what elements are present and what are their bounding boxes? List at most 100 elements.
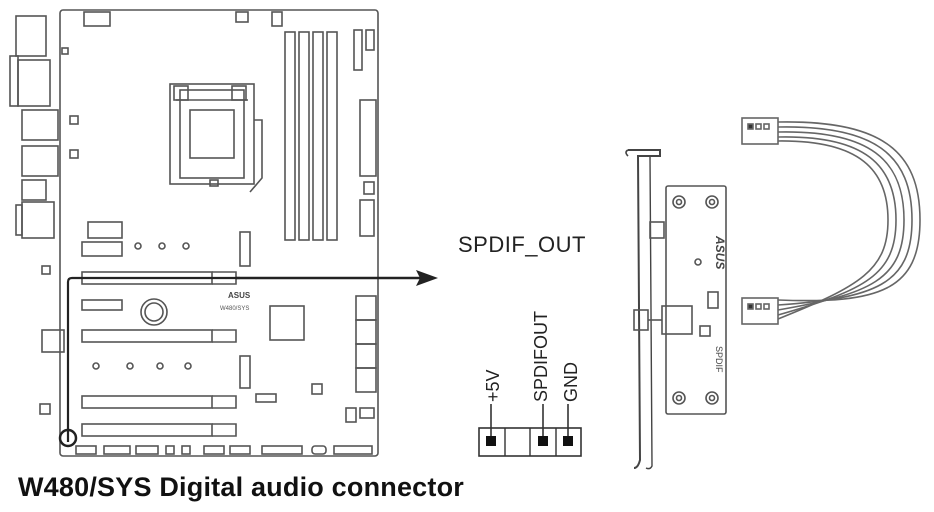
spdif-header-marker (58, 428, 78, 448)
small-pad (311, 383, 323, 395)
m2-slot (239, 355, 251, 389)
pcie-slot (81, 423, 213, 437)
power-connector (81, 241, 123, 257)
bottom-header (333, 445, 373, 455)
pin-label-5v: +5V (483, 369, 503, 402)
socket-clip (231, 85, 247, 101)
bottom-header (103, 445, 131, 455)
small-pad (39, 403, 51, 415)
dimm-slot (312, 31, 324, 241)
io-block (21, 109, 59, 141)
pcie-latch (212, 395, 237, 409)
optical-jack (649, 221, 665, 239)
pin-gnd (563, 436, 573, 446)
cpu-die (189, 109, 235, 159)
card-chip (707, 291, 719, 309)
socket-clip (173, 85, 189, 101)
cpu-socket-inner (179, 89, 245, 179)
pointer-arrow (236, 270, 438, 286)
small-pad (61, 47, 69, 55)
pin-label-gnd: GND (561, 362, 581, 402)
io-block (21, 201, 55, 239)
io-block (9, 55, 19, 107)
small-pad (69, 115, 79, 125)
bottom-header (261, 445, 303, 455)
diagram-caption: W480/SYS Digital audio connector (18, 472, 464, 502)
sata-port (355, 367, 377, 393)
cpu-socket-frame (169, 83, 255, 185)
top-connector (83, 11, 111, 27)
dimm-slot (284, 31, 296, 241)
small-header (359, 407, 375, 419)
header-strip (363, 181, 375, 195)
spdif-out-label: SPDIF_OUT (458, 232, 586, 257)
pcie-short-slot (81, 299, 123, 311)
dimm-slot (326, 31, 338, 241)
io-block (17, 59, 51, 107)
spdif-cable (741, 117, 921, 325)
cable-plug-bottom (741, 297, 779, 325)
board-logo: ASUS (228, 291, 251, 300)
pcie-latch (212, 329, 237, 343)
top-connector (271, 11, 283, 27)
standoff (158, 242, 166, 250)
bottom-header (181, 445, 191, 455)
small-header (345, 407, 357, 423)
spdif-bracket (625, 149, 727, 470)
pin-spdifout (538, 436, 548, 446)
bottom-header (203, 445, 225, 455)
standoff (134, 242, 142, 250)
socket-trace (249, 119, 263, 193)
card-led (694, 258, 702, 266)
header-strip (359, 199, 375, 237)
io-block (21, 179, 47, 201)
bracket-logo: ASUS (713, 235, 727, 269)
power-connector (87, 221, 123, 239)
small-pad (69, 149, 79, 159)
mount-hole (705, 391, 719, 405)
bracket-card (665, 185, 727, 415)
bracket-plate (628, 149, 661, 469)
cable-plug-top (741, 117, 779, 145)
cmos-battery (140, 298, 168, 326)
sata-port (355, 343, 377, 369)
bottom-header (311, 445, 327, 455)
board-outline (59, 9, 379, 457)
top-connector (235, 11, 249, 23)
pin-label-spdifout: SPDIFOUT (531, 310, 551, 402)
bracket-label: SPDIF (714, 346, 724, 373)
cmos-battery-inner (144, 302, 164, 322)
chipset (269, 305, 305, 341)
sata-port (355, 319, 377, 345)
io-block (21, 145, 59, 177)
pcie-latch (212, 423, 237, 437)
standoff (182, 242, 190, 250)
standoff (184, 362, 192, 370)
mount-hole (705, 195, 719, 209)
standoff (92, 362, 100, 370)
mount-hole (672, 195, 686, 209)
small-header (255, 393, 277, 403)
standoff (126, 362, 134, 370)
pin-5v (486, 436, 496, 446)
bottom-header (135, 445, 159, 455)
io-block (15, 204, 23, 236)
sata-port (355, 295, 377, 321)
dimm-slot (298, 31, 310, 241)
small-pad (41, 265, 51, 275)
bottom-header (229, 445, 251, 455)
io-block (15, 15, 47, 57)
small-component (41, 329, 65, 353)
header-strip (359, 99, 377, 177)
motherboard (9, 9, 379, 457)
header-strip (353, 29, 363, 71)
board-model: W480/SYS (220, 306, 249, 312)
pcie-slot (81, 329, 213, 343)
pcie-slot (81, 395, 213, 409)
header-strip (365, 29, 375, 51)
bottom-header (165, 445, 175, 455)
spdif-trace (66, 276, 240, 442)
optical-port-outer (633, 309, 649, 331)
mount-hole (672, 391, 686, 405)
